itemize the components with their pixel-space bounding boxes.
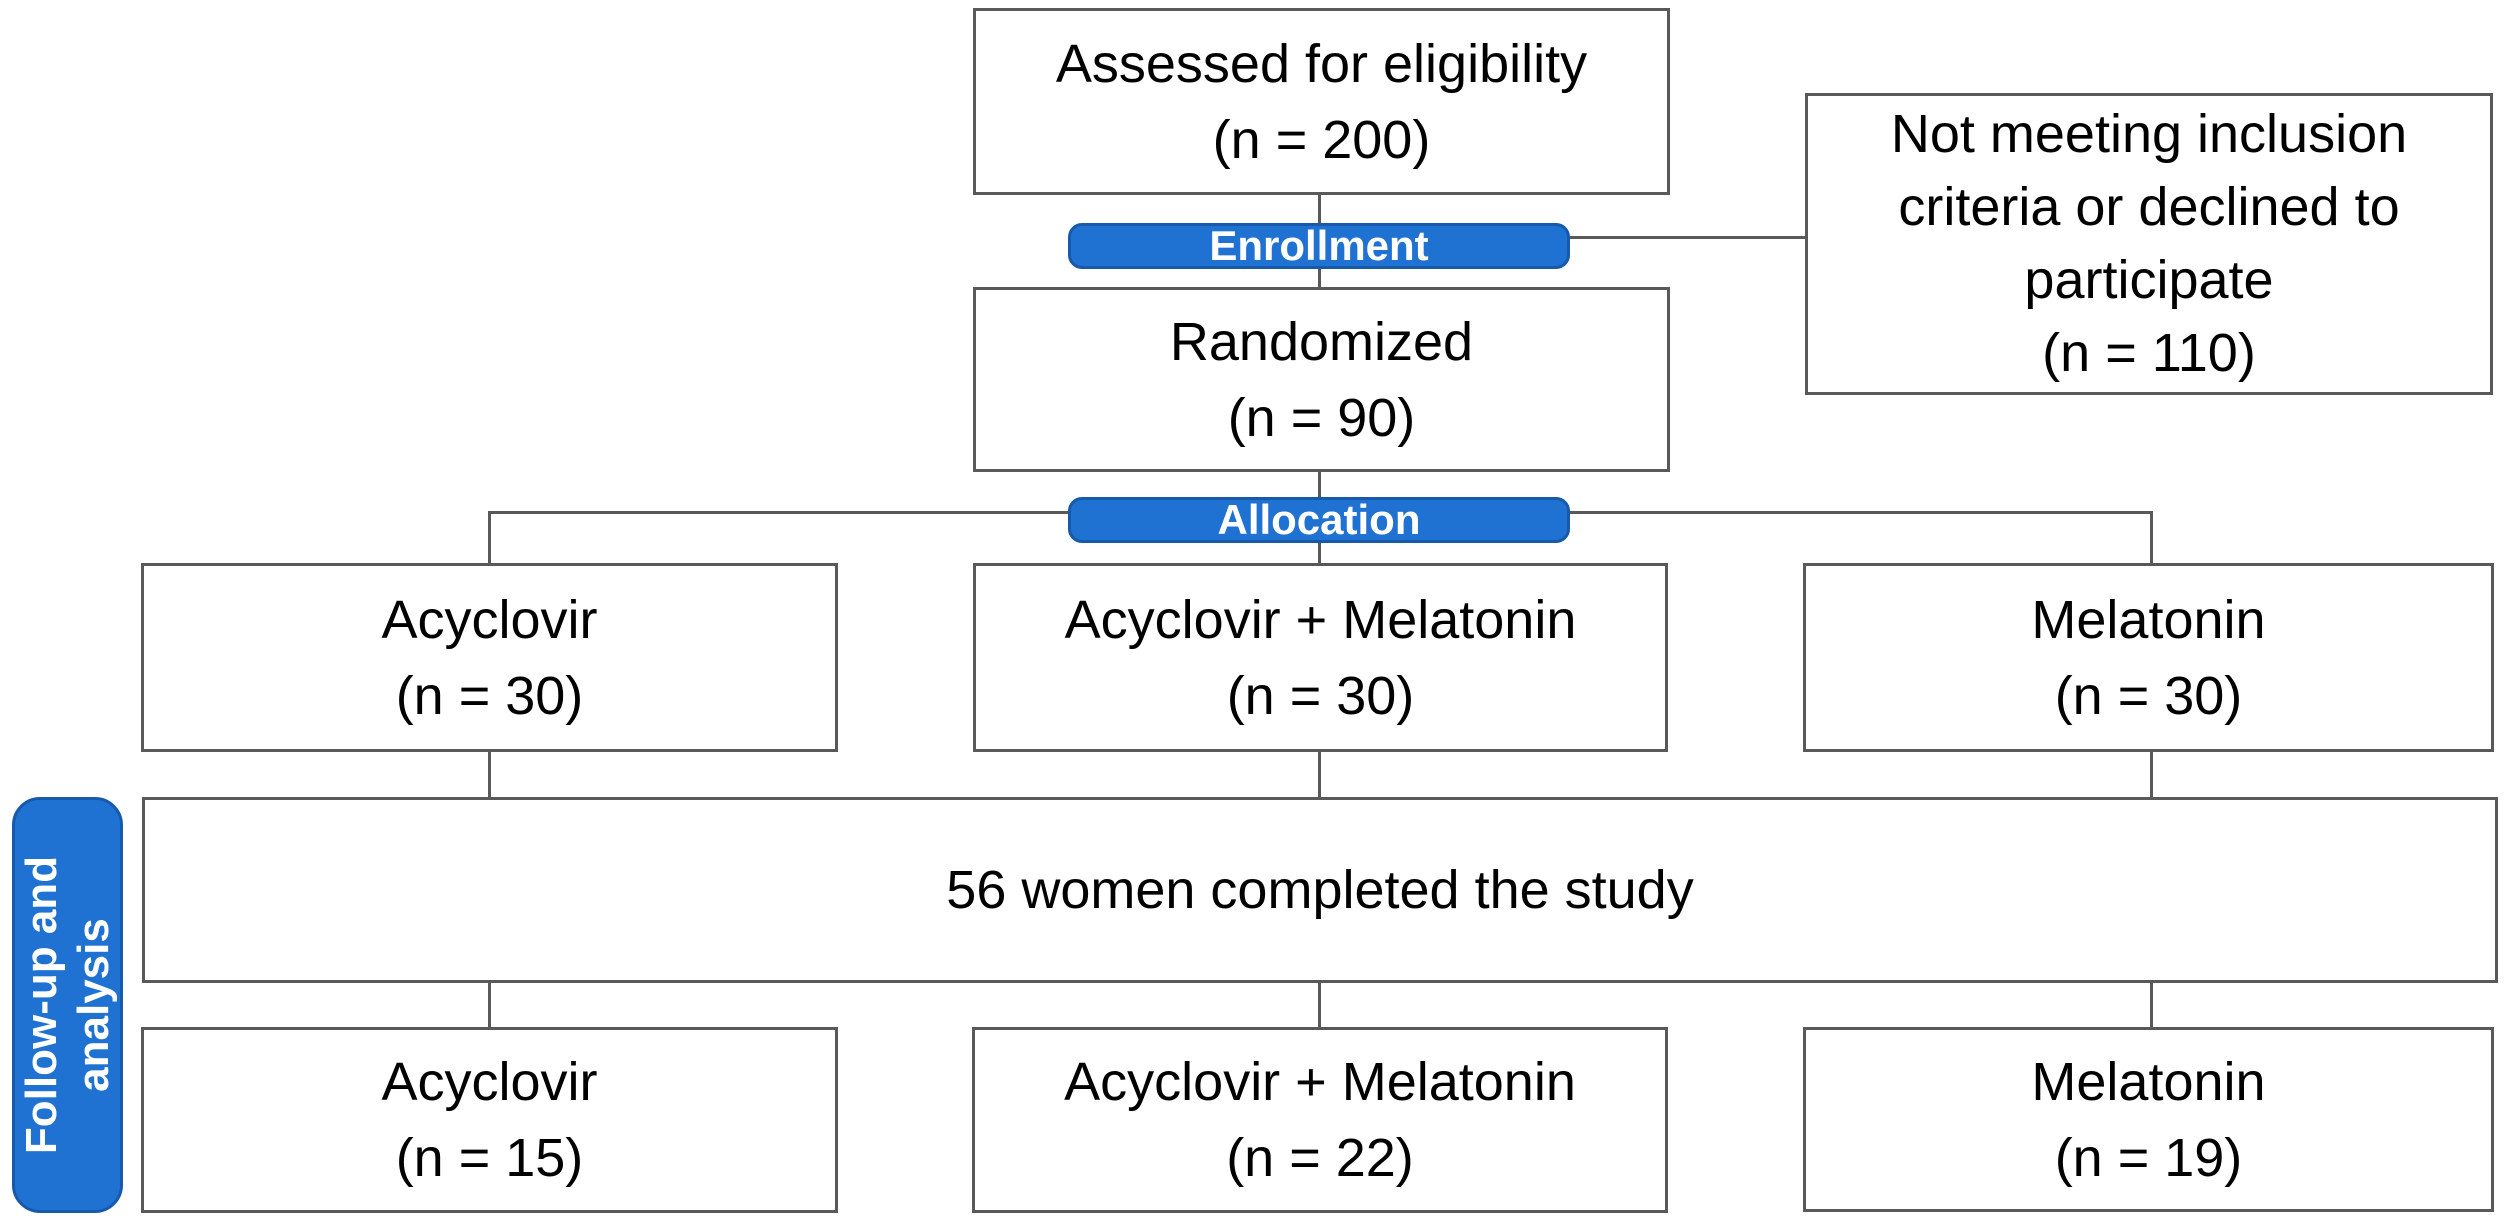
box-text-line: Assessed for eligibility bbox=[1055, 33, 1588, 94]
allocation-stage-label: Allocation bbox=[1068, 497, 1570, 543]
box-randomized: Randomized (n = 90) bbox=[973, 287, 1670, 472]
followup-stage-text-line2: analysis bbox=[68, 918, 118, 1092]
enrollment-stage-label: Enrollment bbox=[1068, 223, 1570, 269]
followup-stage-label: Follow-up and analysis bbox=[12, 797, 123, 1213]
box-allocation-melatonin: Melatonin (n = 30) bbox=[1803, 563, 2494, 752]
box-text-line: Acyclovir + Melatonin bbox=[1064, 1052, 1576, 1112]
followup-stage-text-line1: Follow-up and bbox=[16, 855, 66, 1155]
box-text-line: (n = 15) bbox=[395, 1128, 584, 1188]
box-text-line: Acyclovir bbox=[381, 1052, 598, 1112]
box-text-line: Acyclovir + Melatonin bbox=[1064, 589, 1577, 650]
connector-acyclovir-to-completed bbox=[488, 752, 491, 797]
box-text-line: (n = 22) bbox=[1226, 1128, 1414, 1188]
box-text-line: participate bbox=[2024, 250, 2274, 310]
connector-branch-to-acyclovir bbox=[488, 511, 491, 563]
box-text-line: Randomized bbox=[1169, 311, 1474, 372]
box-followup-acyclovir: Acyclovir (n = 15) bbox=[141, 1027, 838, 1213]
allocation-stage-text: Allocation bbox=[1217, 496, 1421, 543]
connector-completed-to-melatonin-followup bbox=[2150, 983, 2153, 1027]
box-text-line: Melatonin bbox=[2031, 589, 2266, 650]
connector-completed-to-combo-followup bbox=[1318, 983, 1321, 1027]
connector-combo-to-completed bbox=[1318, 752, 1321, 797]
box-assessed-for-eligibility: Assessed for eligibility (n = 200) bbox=[973, 8, 1670, 195]
box-text-line: Melatonin bbox=[2031, 1051, 2266, 1112]
box-text-line: (n = 30) bbox=[395, 665, 584, 726]
box-allocation-acyclovir: Acyclovir (n = 30) bbox=[141, 563, 838, 752]
box-followup-melatonin: Melatonin (n = 19) bbox=[1803, 1027, 2494, 1212]
connector-enrollment-to-exclusion-box bbox=[1570, 236, 1805, 239]
box-completed-study: 56 women completed the study bbox=[142, 797, 2498, 983]
box-text-line: (n = 19) bbox=[2054, 1127, 2243, 1188]
box-allocation-acyclovir-melatonin: Acyclovir + Melatonin (n = 30) bbox=[973, 563, 1668, 752]
box-text-line: (n = 200) bbox=[1212, 109, 1431, 170]
box-text-line: Not meeting inclusion bbox=[1890, 104, 2408, 164]
box-text-line: Acyclovir bbox=[381, 589, 598, 650]
box-text-line: 56 women completed the study bbox=[946, 860, 1694, 920]
connector-completed-to-acyclovir-followup bbox=[488, 983, 491, 1027]
box-followup-acyclovir-melatonin: Acyclovir + Melatonin (n = 22) bbox=[972, 1027, 1668, 1213]
connector-branch-to-melatonin bbox=[2150, 511, 2153, 563]
enrollment-stage-text: Enrollment bbox=[1209, 222, 1429, 269]
box-text-line: criteria or declined to bbox=[1898, 177, 2400, 237]
connector-melatonin-to-completed bbox=[2150, 752, 2153, 797]
box-text-line: (n = 110) bbox=[2042, 323, 2256, 383]
box-text-line: (n = 90) bbox=[1227, 387, 1416, 448]
box-not-meeting-inclusion: Not meeting inclusion criteria or declin… bbox=[1805, 93, 2493, 395]
box-text-line: (n = 30) bbox=[1226, 665, 1415, 726]
followup-stage-rotated-text: Follow-up and analysis bbox=[15, 800, 120, 1210]
box-text-line: (n = 30) bbox=[2054, 665, 2243, 726]
